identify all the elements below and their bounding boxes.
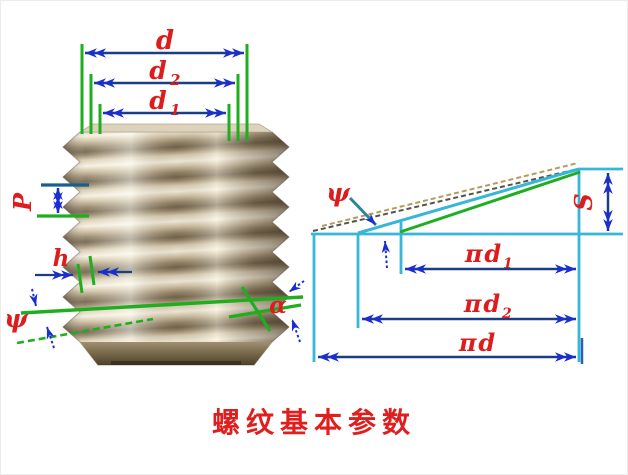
lead-angle-left: ψ [4, 288, 304, 349]
label-pid1-sub: 1 [503, 256, 513, 272]
lead-dimension: S [569, 173, 613, 231]
height-tick-root [88, 255, 96, 286]
profile-angle: α [228, 280, 305, 343]
label-lead: S [569, 193, 598, 210]
circumference-dimensions [318, 264, 584, 364]
helix-line-dashed [16, 317, 154, 345]
label-pid: πd [458, 328, 497, 357]
label-thread-height: h [53, 245, 70, 272]
hypotenuse-green [399, 170, 581, 234]
label-minor-diameter: d [149, 86, 166, 115]
label-profile-angle: α [269, 292, 287, 319]
label-pid2: πd [463, 289, 502, 318]
alpha-flank-shallow [228, 303, 302, 319]
lead-angle-right: ψ [326, 178, 391, 269]
helix-line-main [20, 295, 304, 315]
height-tick-crest [76, 263, 84, 294]
psi-arrow-lower [46, 326, 55, 349]
label-minor-diameter-sub: 1 [170, 101, 180, 119]
label-pitch-diameter-sub: 2 [169, 71, 180, 89]
hypotenuse-dark-dashed [312, 168, 579, 232]
psi-arrow-upper [29, 288, 38, 307]
page-title: 螺纹基本参数 [211, 406, 416, 439]
label-pid1: πd [464, 239, 503, 268]
psi-angle-arrow [381, 240, 391, 269]
screw-bottom-chamfer [80, 342, 272, 365]
screw-bottom-edge [111, 361, 241, 365]
alpha-arrow-lower [291, 318, 301, 343]
thread-height-dimension: h [35, 245, 132, 294]
diameter-dimensions [80, 44, 249, 141]
hypotenuse-cyan [357, 167, 580, 235]
alpha-flank-steep [240, 286, 272, 332]
alpha-arrow-upper [288, 280, 305, 293]
label-major-diameter: d [156, 26, 174, 56]
label-lead-angle-right: ψ [326, 178, 351, 207]
label-pitch: P [8, 192, 37, 212]
screw-top-face [78, 123, 274, 133]
label-pitch-diameter: d [149, 56, 166, 85]
label-pid2-sub: 2 [501, 306, 512, 322]
psi-leader-line [348, 196, 378, 227]
helix-hypotenuses [312, 162, 581, 235]
diameter-dimension-lines [85, 48, 244, 118]
label-lead-angle-left: ψ [4, 304, 29, 333]
helix-triangle-frame [311, 167, 623, 362]
pitch-dimension: P [8, 183, 89, 218]
